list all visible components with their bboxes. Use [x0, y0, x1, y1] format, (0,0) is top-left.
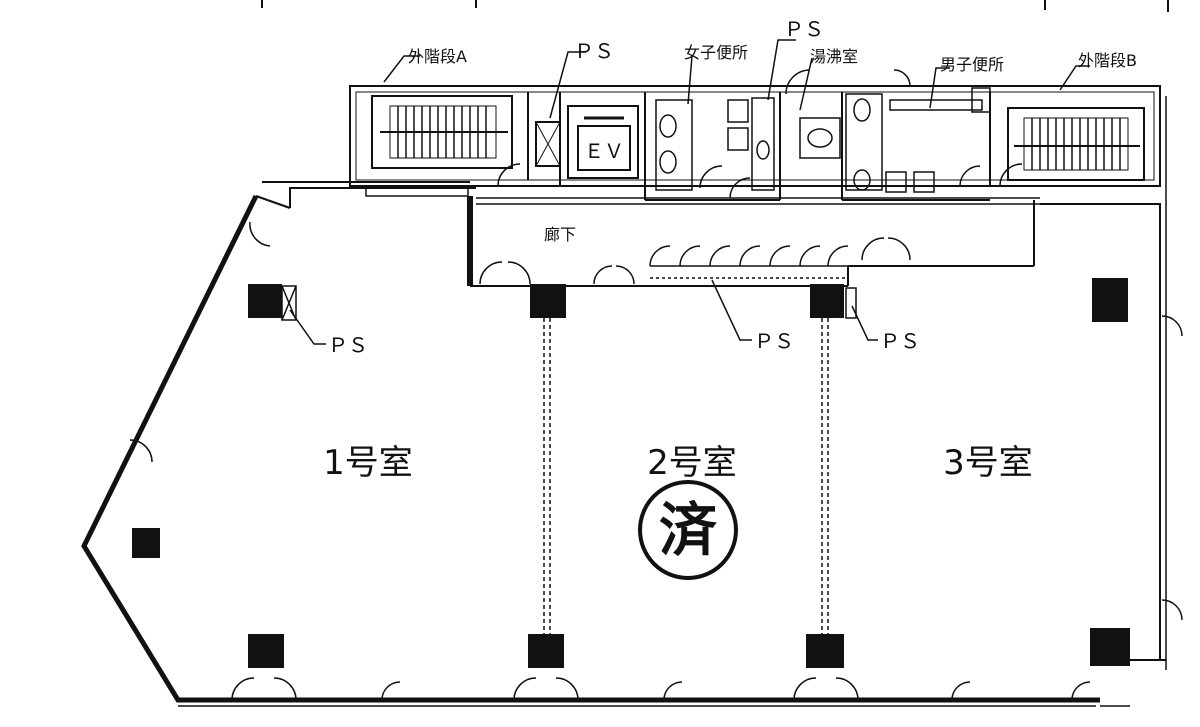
stair-b-label: 外階段B — [1078, 51, 1137, 70]
ps-shaft-room1 — [281, 285, 857, 321]
ps-top-right-label: ＰＳ — [784, 17, 824, 41]
core-doors — [497, 69, 1023, 199]
stair-b — [1007, 107, 1145, 181]
stair-a-label: 外階段A — [408, 47, 467, 66]
stamp-character: 済 — [659, 496, 718, 564]
service-core — [349, 85, 1161, 201]
mens-toilet-label: 男子便所 — [940, 55, 1004, 74]
elevator: ＥＶ — [567, 105, 639, 179]
corridor-label: 廊下 — [544, 225, 576, 244]
kitchenette-fixtures — [799, 117, 841, 159]
ps-center-label: ＰＳ — [754, 329, 794, 353]
elevator-label: ＥＶ — [584, 139, 624, 163]
ps-right-label: ＰＳ — [880, 329, 920, 353]
perimeter-doors — [129, 221, 1183, 701]
room1-label: 1号室 — [323, 443, 413, 483]
structural-columns — [132, 278, 1130, 668]
room2-label: 2号室 — [647, 443, 737, 483]
leader-lines — [289, 39, 1090, 345]
mens-toilet-fixtures — [845, 87, 991, 193]
kitchenette-label: 湯沸室 — [810, 47, 858, 66]
stair-a — [371, 95, 513, 169]
ps-top-left-label: ＰＳ — [574, 39, 614, 63]
office-outline — [81, 96, 1167, 707]
ps-room1-label: ＰＳ — [328, 333, 368, 357]
ps-shaft-left — [535, 121, 561, 167]
room3-label: 3号室 — [943, 443, 1033, 483]
corridor-doors — [479, 237, 911, 285]
womens-toilet-fixtures — [655, 97, 775, 191]
top-edge-ticks — [261, 0, 1169, 12]
womens-toilet-label: 女子便所 — [684, 43, 748, 62]
sold-stamp: 済 — [638, 480, 738, 580]
room-partitions — [543, 318, 829, 634]
